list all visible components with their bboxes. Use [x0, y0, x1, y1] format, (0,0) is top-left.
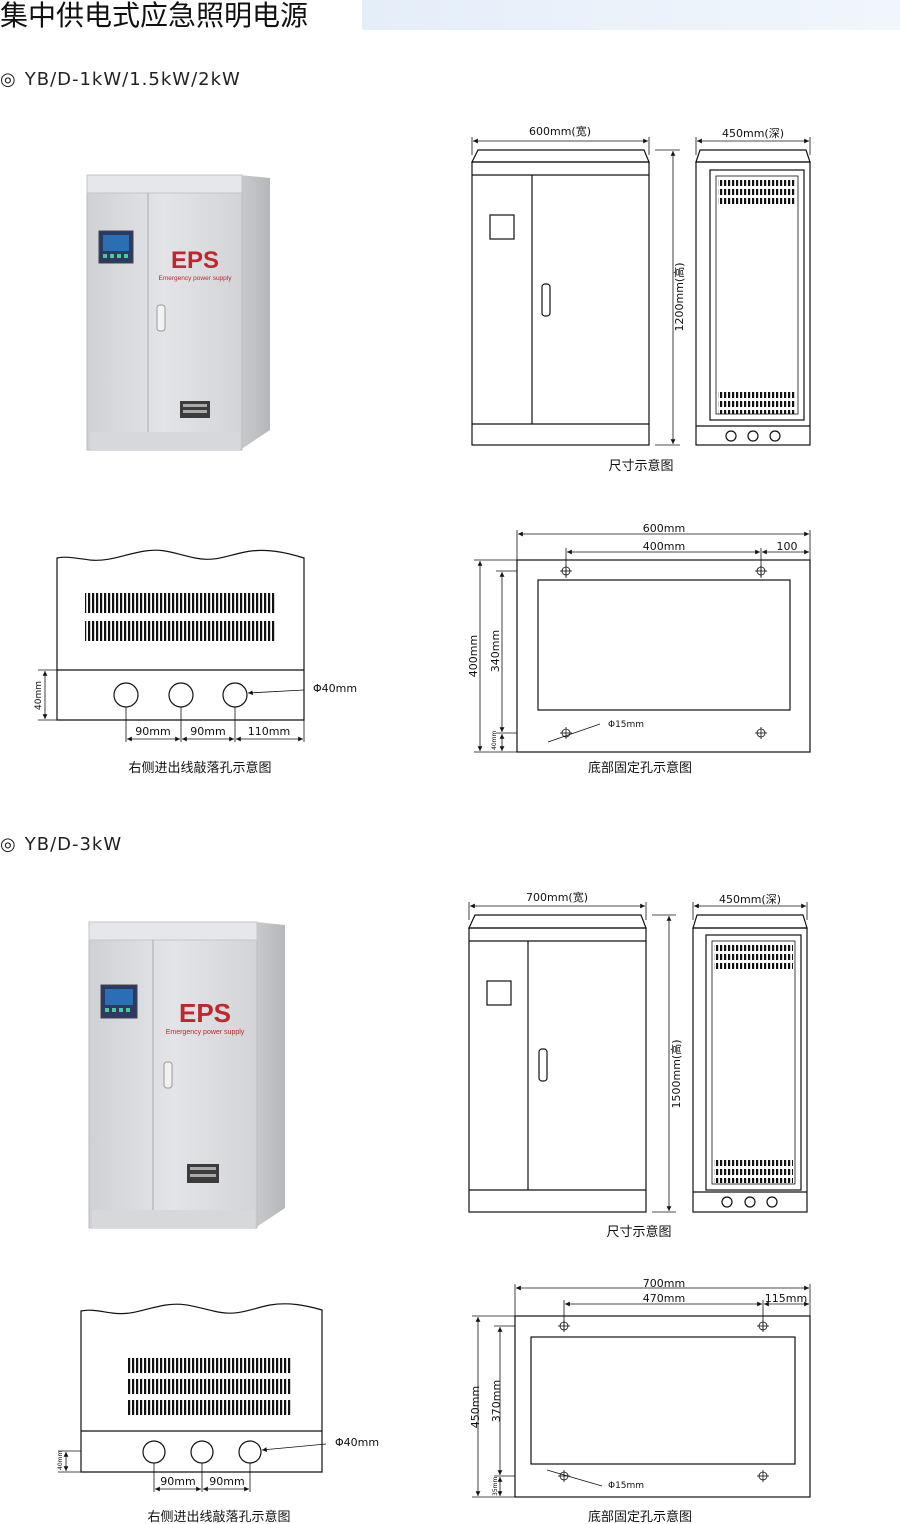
hole-dia-label: Φ40mm	[313, 682, 357, 695]
cabinet-photo-2: EPS Emergency power supply	[88, 921, 285, 1229]
brand-tagline: Emergency power supply	[166, 1029, 245, 1036]
spacing-label: 90mm	[135, 725, 170, 738]
spacing-label: 110mm	[248, 725, 290, 738]
side-depth-label: 450mm(深)	[722, 127, 784, 140]
title-band	[362, 0, 900, 30]
overall-depth-label: 450mm	[469, 1386, 482, 1428]
base-plate-caption: 底部固定孔示意图	[588, 1509, 692, 1524]
overall-width-label: 700mm	[643, 1277, 685, 1290]
edge-small-label: 35mm	[492, 1477, 499, 1496]
model-name: YB/D-1kW/1.5kW/2kW	[24, 69, 241, 90]
brand-tagline: Emergency power supply	[159, 275, 233, 282]
front-width-label: 700mm(宽)	[526, 890, 588, 904]
model-heading-1: ◎ YB/D-1kW/1.5kW/2kW	[0, 70, 241, 90]
spacing-label: 90mm	[190, 725, 225, 738]
brand-label: EPS	[179, 998, 231, 1028]
knockout-caption: 右侧进出线敲落孔示意图	[147, 1509, 290, 1524]
hole-dia-label: Φ40mm	[335, 1436, 379, 1449]
overall-depth-label: 400mm	[467, 635, 480, 677]
edge-small-label: 40mm	[491, 731, 498, 750]
spacing-label: 90mm	[209, 1475, 244, 1488]
hole-span-label: 400mm	[643, 540, 685, 553]
side-view-2: 450mm(深)	[692, 893, 808, 1213]
overall-width-label: 600mm	[643, 522, 685, 535]
page-title: 集中供电式应急照明电源	[0, 0, 309, 32]
side-view-1: 450mm(深)	[695, 127, 811, 446]
spacing-label: 90mm	[160, 1475, 195, 1488]
dimension-caption: 尺寸示意图	[606, 1224, 671, 1240]
model-heading-2: ◎ YB/D-3kW	[0, 835, 122, 855]
title-bar: 集中供电式应急照明电源	[0, 0, 900, 34]
base-plate-diagram-2: 700mm 470mm 115mm Φ15mm 450mm 370mm 35mm	[469, 1277, 811, 1498]
base-hole-dia-label: Φ15mm	[608, 720, 644, 730]
hole-depth-label: 370mm	[490, 1380, 503, 1422]
base-plate-diagram-1: 600mm 400mm 100 Φ15mm 400mm 340mm 40mm	[467, 522, 811, 753]
base-plate-caption: 底部固定孔示意图	[588, 760, 692, 776]
cabinet-photo-1: EPS Emergency power supply	[86, 174, 270, 451]
model-name: YB/D-3kW	[24, 834, 123, 855]
knockout-diagram-2: Φ40mm 40mm 90mm 90mm	[57, 1303, 379, 1492]
height-label: 1200mm(高)	[672, 262, 686, 331]
front-view-2: 700mm(宽) 1500mm(高)	[468, 890, 683, 1213]
bullet-icon: ◎	[0, 69, 17, 90]
height-label: 1500mm(高)	[669, 1039, 683, 1108]
front-view-1: 600mm(宽) 1200mm(高)	[471, 124, 686, 446]
dimension-caption: 尺寸示意图	[608, 458, 673, 474]
hole-depth-label: 340mm	[489, 630, 502, 672]
base-height-label: 40mm	[34, 681, 44, 710]
front-width-label: 600mm(宽)	[529, 124, 591, 138]
base-hole-dia-label: Φ15mm	[608, 1481, 644, 1491]
knockout-caption: 右侧进出线敲落孔示意图	[128, 760, 271, 776]
hole-span-label: 470mm	[643, 1292, 685, 1305]
bullet-icon: ◎	[0, 834, 17, 855]
knockout-diagram-1: Φ40mm 40mm 90mm 90mm 110mm	[34, 549, 357, 742]
brand-label: EPS	[171, 247, 219, 274]
base-height-label: 40mm	[57, 1451, 64, 1470]
side-depth-label: 450mm(深)	[719, 893, 781, 906]
edge-label: 100	[777, 540, 798, 553]
edge-label: 115mm	[765, 1292, 807, 1305]
